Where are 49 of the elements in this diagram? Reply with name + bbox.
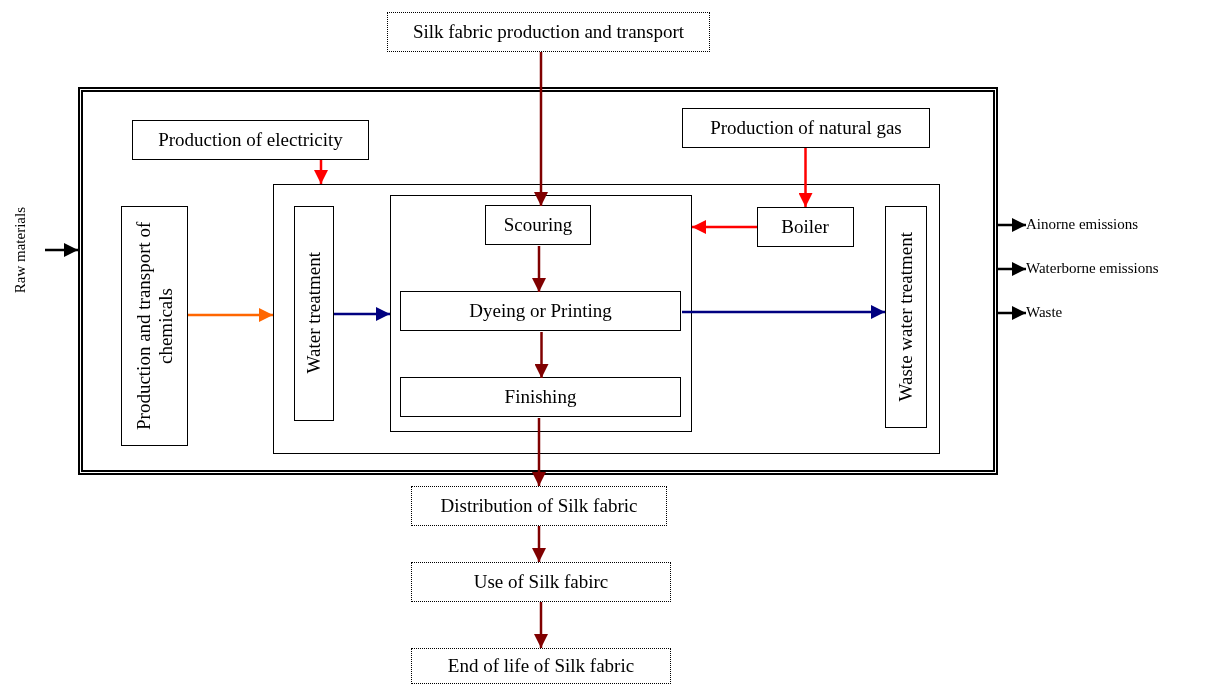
process-box <box>400 291 681 331</box>
process-box <box>682 108 930 148</box>
process-group-box <box>389 194 692 432</box>
box-label: Production of electricity <box>158 129 343 151</box>
arrow <box>998 218 1026 232</box>
process-box <box>485 205 591 245</box>
input-label: Raw materials <box>10 185 32 315</box>
process-box <box>293 205 334 421</box>
process-box <box>756 206 854 247</box>
arrow <box>534 52 548 206</box>
box-label: Scouring <box>503 214 573 236</box>
box-label: Use of Silk fabirc <box>473 571 609 593</box>
arrow <box>334 307 390 321</box>
arrow <box>998 262 1026 276</box>
box-label: Dyeing or Printing <box>469 300 612 322</box>
box-label: Water treatment <box>302 252 325 374</box>
box-label: Boiler <box>781 215 829 238</box>
stage-box <box>387 12 710 52</box>
system-boundary-box <box>78 87 998 475</box>
stage-box <box>411 648 671 684</box>
process-box <box>132 120 369 160</box>
arrow <box>532 246 546 292</box>
arrow <box>798 148 813 207</box>
box-label: Finishing <box>504 386 577 408</box>
arrow <box>692 220 757 234</box>
box-label: Waste water treatment <box>894 231 917 402</box>
box-label: Silk fabric production and transport <box>412 21 685 43</box>
arrow <box>45 243 78 257</box>
box-label: Production of natural gas <box>710 117 902 139</box>
box-label: Production and transport of chemicals <box>132 221 177 431</box>
arrow <box>188 308 273 322</box>
arrow <box>534 602 548 648</box>
output-label: Waterborne emissions <box>1026 258 1206 280</box>
arrow <box>682 305 885 319</box>
stage-box <box>411 562 671 602</box>
plant-box <box>273 184 940 454</box>
box-label: Distribution of Silk fabric <box>440 495 638 517</box>
arrow <box>532 526 546 562</box>
stage-box <box>411 486 667 526</box>
box-label: End of life of Silk fabric <box>447 655 635 677</box>
process-box <box>884 205 927 428</box>
process-box <box>121 206 188 446</box>
output-label: Waste <box>1026 302 1096 324</box>
arrow <box>534 332 549 378</box>
arrow <box>314 160 328 184</box>
output-label: Ainorne emissions <box>1026 214 1176 236</box>
arrow <box>532 418 546 486</box>
arrow <box>998 306 1026 320</box>
process-box <box>400 377 681 417</box>
